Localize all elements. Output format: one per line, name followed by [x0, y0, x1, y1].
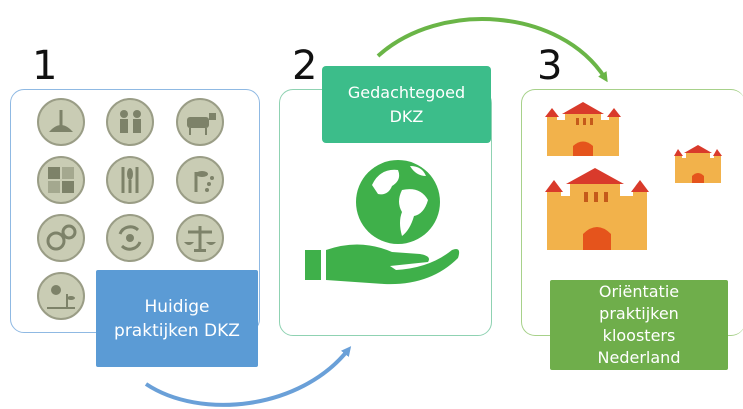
sun-plant-icon	[37, 272, 85, 320]
step-number-1: 1	[32, 43, 58, 89]
castle-icon-small	[674, 145, 722, 183]
step-1-label: Huidige praktijken DKZ	[96, 270, 258, 367]
castle-icon-medium	[545, 102, 621, 156]
castle-icon-large	[545, 168, 649, 250]
hand-icon	[305, 244, 460, 285]
scales-icon	[176, 214, 224, 262]
gears-icon	[37, 214, 85, 262]
step-number-3: 3	[537, 43, 563, 89]
farming-icon	[37, 98, 85, 146]
step-3-label: Oriëntatie praktijken kloosters Nederlan…	[550, 280, 728, 370]
cutlery-icon	[106, 156, 154, 204]
arrow-step1-to-step2	[144, 346, 352, 407]
land-plots-icon	[37, 156, 85, 204]
arrow-step2-to-step3	[376, 17, 608, 83]
recycle-icon	[106, 214, 154, 262]
people-icon	[106, 98, 154, 146]
plant-growth-icon	[176, 156, 224, 204]
step-number-2: 2	[292, 43, 318, 89]
globe-icon	[356, 160, 440, 244]
step-2-label: Gedachtegoed DKZ	[322, 66, 491, 143]
cow-icon	[176, 98, 224, 146]
